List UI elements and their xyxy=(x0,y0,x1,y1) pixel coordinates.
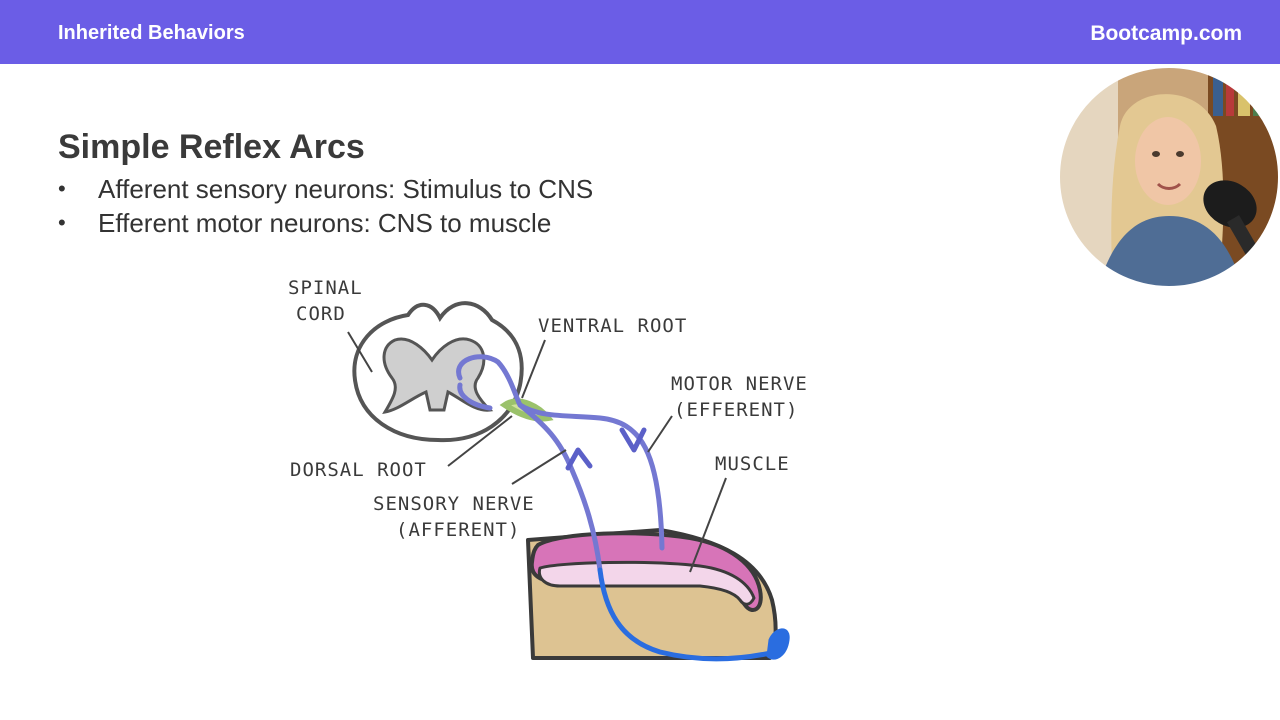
motor-nerve-path xyxy=(456,354,665,551)
label-spinal: SPINAL xyxy=(288,277,363,299)
label-cord: CORD xyxy=(296,303,346,325)
leader-dorsal-root xyxy=(447,415,513,467)
sensory-arrow-icon xyxy=(565,447,593,471)
bullet-dot-icon: • xyxy=(58,176,66,201)
slide-title: Simple Reflex Arcs xyxy=(58,128,365,166)
sensory-nerve-ending xyxy=(597,567,778,662)
bullet-text-efferent: Efferent motor neurons: CNS to muscle xyxy=(98,208,552,238)
leader-muscle xyxy=(689,477,727,573)
muscle-inner xyxy=(537,560,756,606)
leader-sensory-nerve xyxy=(511,449,567,485)
presenter-shirt xyxy=(1098,216,1243,287)
sensory-nerve-path xyxy=(457,382,603,573)
bullet-text-afferent: Afferent sensory neurons: Stimulus to CN… xyxy=(98,174,594,204)
label-dorsal-root: DORSAL ROOT xyxy=(290,459,427,481)
label-sensory-nerve: SENSORY NERVE xyxy=(373,493,535,515)
leader-spinal-cord xyxy=(347,331,373,373)
bullet-list: • Afferent sensory neurons: Stimulus to … xyxy=(58,172,593,240)
bullet-dot-icon: • xyxy=(58,210,66,235)
brand-logo-text[interactable]: Bootcamp.com xyxy=(1090,22,1242,45)
leader-ventral-root xyxy=(521,339,546,399)
presenter-face xyxy=(1135,117,1201,205)
label-motor-nerve: MOTOR NERVE xyxy=(671,373,808,395)
receptor-icon xyxy=(766,628,790,660)
label-ventral-root: VENTRAL ROOT xyxy=(538,315,687,337)
header-bar: Inherited Behaviors Bootcamp.com xyxy=(0,0,1280,64)
course-title: Inherited Behaviors xyxy=(58,22,245,44)
bullet-item: • Efferent motor neurons: CNS to muscle xyxy=(58,206,593,240)
label-afferent: (AFFERENT) xyxy=(396,519,520,541)
label-muscle: MUSCLE xyxy=(715,453,790,475)
bullet-item: • Afferent sensory neurons: Stimulus to … xyxy=(58,172,593,206)
wall xyxy=(1059,67,1118,287)
presenter-webcam xyxy=(1058,66,1280,288)
label-efferent: (EFFERENT) xyxy=(674,399,798,421)
leader-motor-nerve xyxy=(647,415,673,453)
microphone-icon xyxy=(1203,180,1257,228)
motor-arrow-icon xyxy=(619,427,647,453)
